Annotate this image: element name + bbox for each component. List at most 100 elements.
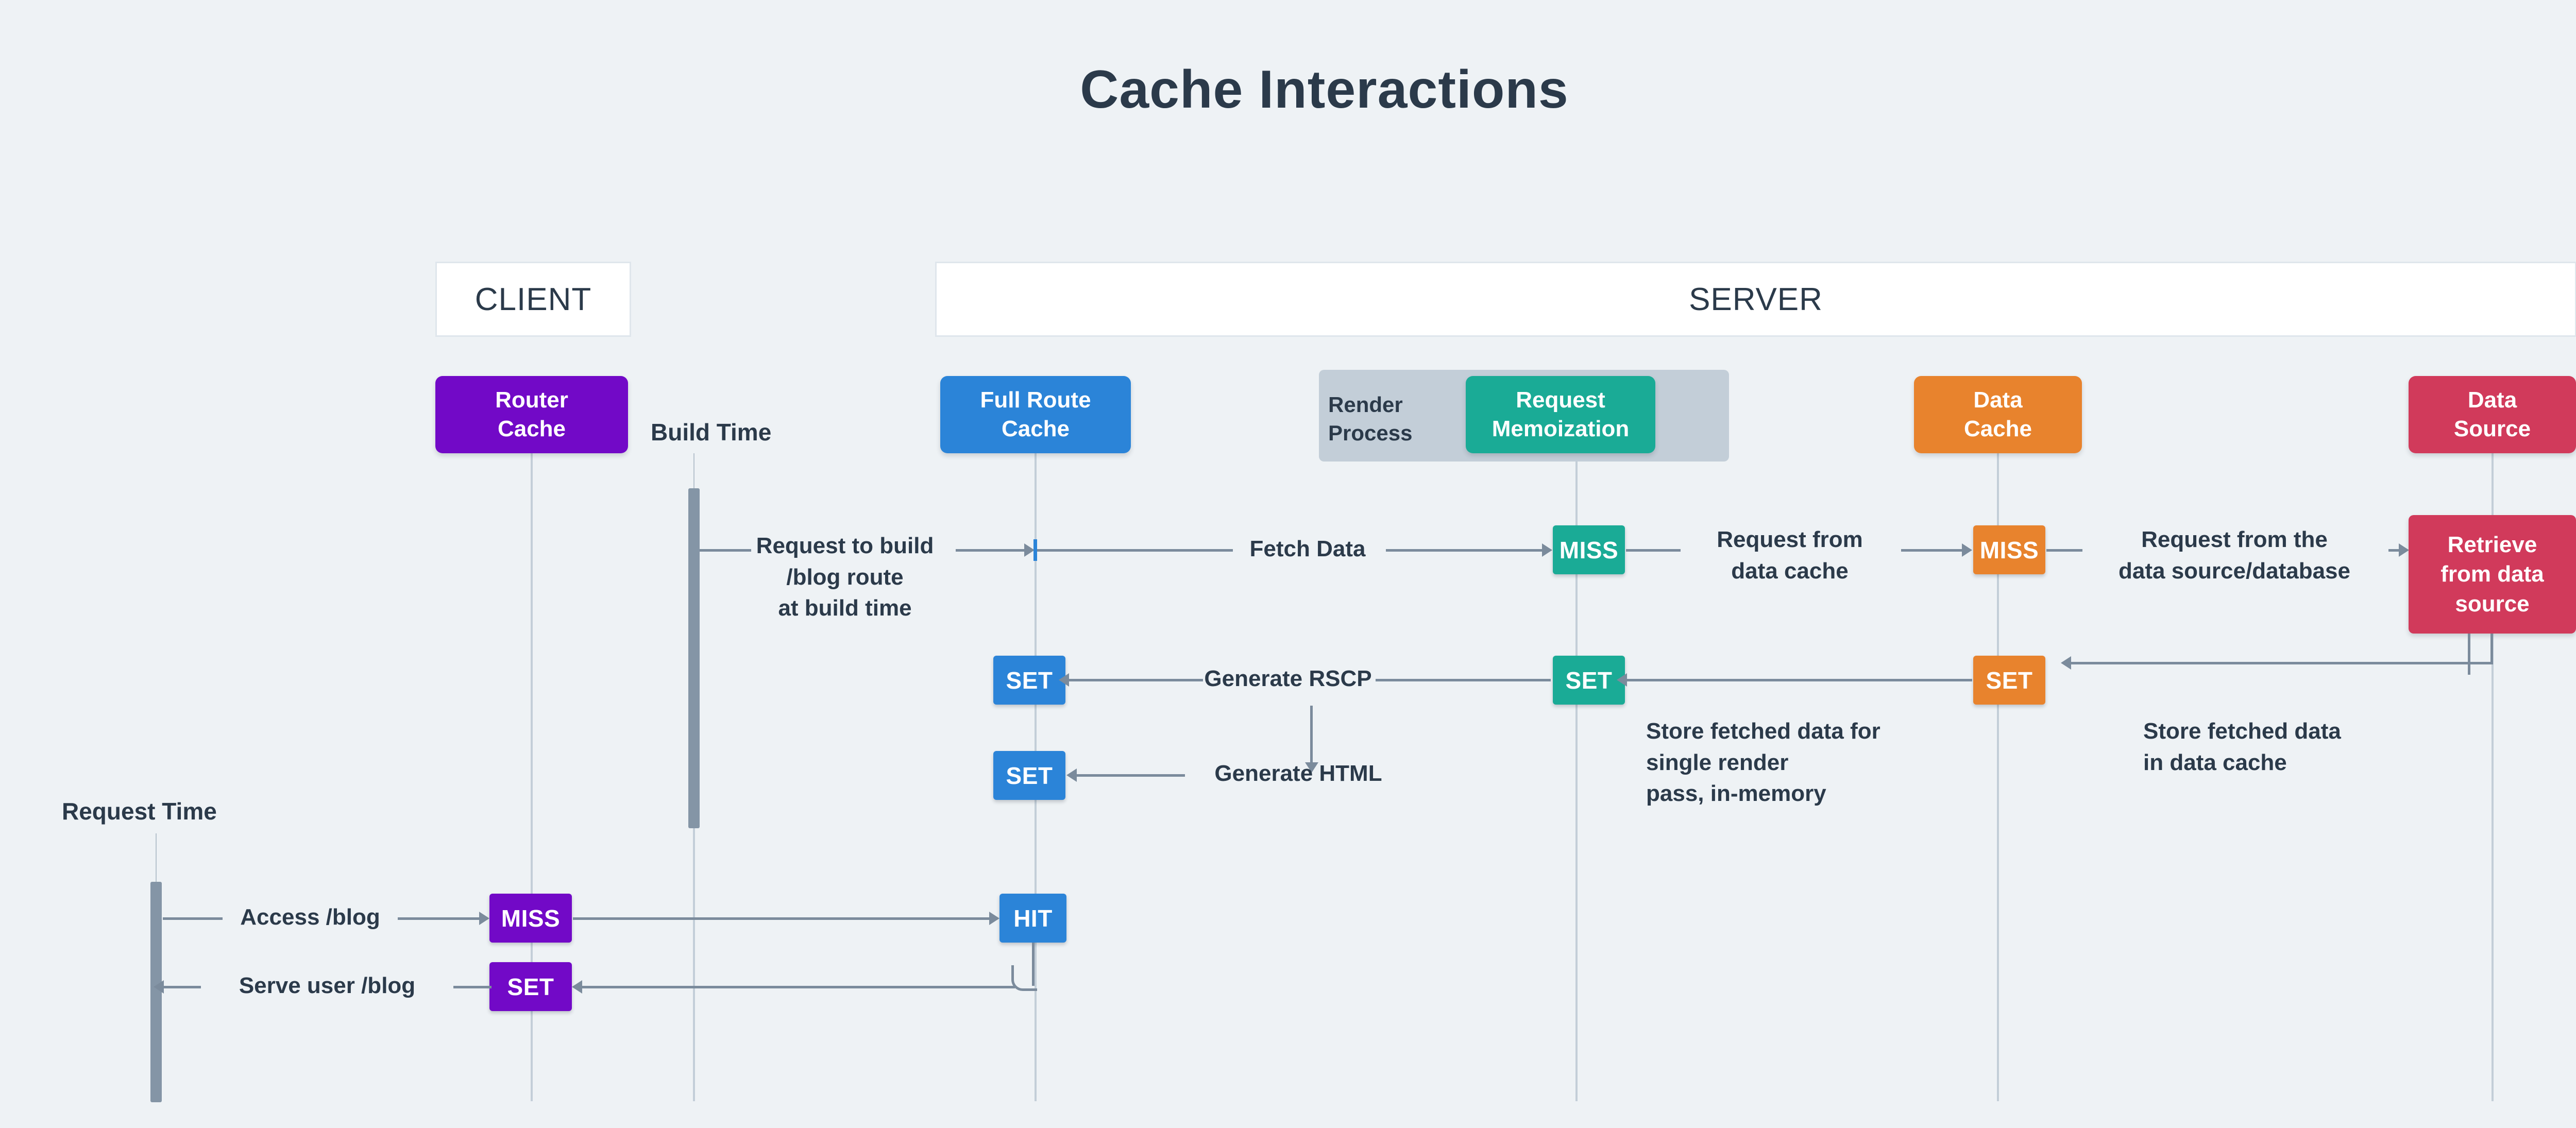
participant-data-source-line1: Data <box>2467 387 2517 413</box>
connector-hit-down <box>1032 943 1035 986</box>
arrow-serve-user-blog <box>154 980 164 994</box>
participant-data-cache-line1: Data <box>1973 387 2023 413</box>
connector-request-from-data-cache-right <box>1901 549 1963 552</box>
connector-serve-user-right <box>453 986 492 988</box>
participant-data-cache-line2: Cache <box>1963 416 2032 441</box>
connector-access-blog-left <box>163 917 223 920</box>
connector-request-from-data-source-right <box>2388 549 2404 552</box>
arrow-store-single-render <box>1617 673 1627 687</box>
lifeline-data-cache <box>1997 453 1999 1101</box>
connector-generate-rscp-left <box>1069 679 1203 681</box>
state-chip-data-cache-miss[interactable]: MISS <box>1973 525 2045 574</box>
message-generate-html: Generate HTML <box>1214 761 1382 786</box>
phase-label-build-time: Build Time <box>651 419 772 446</box>
message-store-in-data-cache-line2: in data cache <box>2143 749 2287 775</box>
state-chip-router-cache-miss[interactable]: MISS <box>489 894 572 943</box>
state-chip-router-cache-set[interactable]: SET <box>489 962 572 1011</box>
participant-data-source-line2: Source <box>2453 416 2531 441</box>
message-store-single-render-line2: single render <box>1646 749 1789 775</box>
message-request-from-data-source: Request from the data source/database <box>2082 524 2386 587</box>
connector-router-miss-to-hit <box>573 917 990 920</box>
message-store-single-render: Store fetched data for single render pas… <box>1646 716 1960 810</box>
full-route-cache-marker <box>1033 539 1037 561</box>
arrow-request-to-build <box>1024 543 1035 557</box>
participant-request-memoization[interactable]: Request Memoization <box>1466 376 1655 453</box>
retrieve-line3: source <box>2455 591 2530 617</box>
retrieve-line2: from data <box>2441 561 2544 587</box>
connector-generate-html-vertical <box>1310 706 1313 765</box>
participant-router-cache-line1: Router <box>495 387 568 413</box>
state-chip-full-route-set-rscp[interactable]: SET <box>993 656 1065 705</box>
header-client-label: CLIENT <box>474 281 592 317</box>
participant-full-route-cache-line2: Cache <box>1001 416 1070 441</box>
page-title: Cache Interactions <box>1080 60 1569 119</box>
participant-full-route-cache[interactable]: Full Route Cache <box>940 376 1131 453</box>
participant-full-route-cache-line1: Full Route <box>980 387 1091 413</box>
state-chip-data-cache-set[interactable]: SET <box>1973 656 2045 705</box>
arrow-request-from-data-source <box>2399 543 2409 557</box>
connector-fetch-data-left <box>1037 549 1233 552</box>
connector-return-corner <box>2490 634 2493 662</box>
message-request-to-build: Request to build /blog route at build ti… <box>737 531 953 624</box>
connector-request-from-data-source-left <box>2046 549 2082 552</box>
message-request-from-data-cache-line2: data cache <box>1731 558 1849 584</box>
header-server-label: SERVER <box>1689 281 1823 317</box>
participant-data-cache[interactable]: Data Cache <box>1914 376 2082 453</box>
arrow-generate-html-down <box>1305 762 1318 773</box>
message-fetch-data: Fetch Data <box>1249 536 1366 561</box>
header-server: SERVER <box>935 262 2576 337</box>
connector-hit-to-router-set <box>582 986 1015 988</box>
state-chip-full-route-hit[interactable]: HIT <box>999 894 1066 943</box>
participant-router-cache-line2: Cache <box>497 416 566 441</box>
arrow-router-miss-to-hit <box>989 912 999 925</box>
connector-generate-rscp-right <box>1200 679 1551 681</box>
message-store-in-data-cache-line1: Store fetched data <box>2143 719 2341 744</box>
state-chip-full-route-set-html[interactable]: SET <box>993 751 1065 800</box>
message-request-from-data-cache: Request from data cache <box>1681 524 1899 587</box>
message-request-to-build-line3: at build time <box>778 595 912 621</box>
participant-render-process-line1: Render <box>1328 392 1403 417</box>
participant-render-process-line2: Process <box>1328 421 1413 446</box>
message-request-from-data-cache-line1: Request from <box>1717 527 1863 552</box>
connector-request-to-build-left <box>700 549 751 552</box>
phase-label-request-time: Request Time <box>62 798 217 825</box>
state-chip-memoization-miss[interactable]: MISS <box>1553 525 1625 574</box>
message-store-in-data-cache: Store fetched data in data cache <box>2143 716 2432 778</box>
participant-render-process-label: Render Process <box>1328 390 1457 448</box>
connector-hit-elbow <box>1011 965 1037 991</box>
connector-datasource-return-horizontal <box>2071 662 2492 664</box>
connector-access-blog-right <box>398 917 480 920</box>
build-time-tick <box>693 453 694 488</box>
connector-generate-html-horizontal <box>1077 774 1185 777</box>
message-store-single-render-line3: pass, in-memory <box>1646 781 1826 807</box>
connector-request-from-data-cache-left <box>1626 549 1681 552</box>
connector-serve-user-left <box>163 986 201 988</box>
arrow-fetch-data <box>1542 543 1552 557</box>
lifeline-request-memoization <box>1575 462 1578 1101</box>
lifeline-data-source <box>2492 453 2494 1101</box>
participant-router-cache[interactable]: Router Cache <box>435 376 628 453</box>
connector-request-to-build-right <box>956 549 1025 552</box>
state-chip-memoization-set[interactable]: SET <box>1553 656 1625 705</box>
participant-request-memoization-line2: Memoization <box>1492 416 1630 441</box>
connector-fetch-data-right <box>1386 549 1543 552</box>
activation-bar-build-time <box>688 488 700 828</box>
arrow-request-from-data-cache <box>1962 543 1972 557</box>
lifeline-router-cache <box>531 453 533 1101</box>
message-request-from-data-source-line1: Request from the <box>2141 527 2328 552</box>
message-store-single-render-line1: Store fetched data for <box>1646 719 1880 744</box>
arrow-hit-to-router-set <box>572 980 582 994</box>
arrow-access-blog <box>479 912 489 925</box>
participant-data-source[interactable]: Data Source <box>2409 376 2576 453</box>
arrow-generate-html <box>1066 768 1077 782</box>
arrow-generate-rscp <box>1059 673 1069 687</box>
message-request-to-build-line2: /blog route <box>786 564 904 590</box>
message-access-blog: Access /blog <box>240 904 380 930</box>
state-block-retrieve-from-data-source[interactable]: Retrieve from data source <box>2409 515 2576 634</box>
header-client: CLIENT <box>435 262 631 337</box>
connector-store-single-render <box>1626 679 1972 681</box>
message-request-from-data-source-line2: data source/database <box>2119 558 2350 584</box>
request-time-tick <box>156 833 157 882</box>
retrieve-line1: Retrieve <box>2447 532 2537 558</box>
